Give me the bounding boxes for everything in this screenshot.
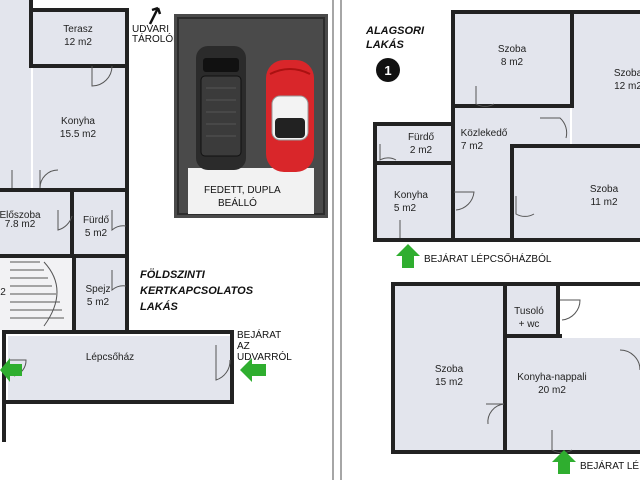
left-doors (10, 65, 231, 381)
szoba-mid-label: Szoba (590, 184, 619, 195)
tusolo-room (507, 286, 559, 336)
bejarat-lepcso-label: BEJÁRAT LÉPCSŐHÁZBÓL (424, 251, 552, 265)
bottom-entrance-arrow-icon (552, 450, 576, 474)
kozlekedo-label: Közlekedő (461, 128, 508, 139)
foldszinti-title-2: KERTKAPCSOLATOS (140, 285, 254, 297)
lepcsohaz-entrance-arrow-icon (396, 244, 420, 268)
konyha-left-area: 15.5 m2 (60, 129, 97, 140)
eloszoba-room (0, 192, 72, 256)
garage-label-2: BEÁLLÓ (218, 196, 257, 209)
konyha-left-room (33, 66, 127, 188)
szoba-bottom-area: 15 m2 (435, 377, 463, 388)
spejz-area: 5 m2 (87, 297, 110, 308)
szoba-right-area: 12 m2 (614, 81, 640, 92)
furdo-right-room (377, 126, 452, 162)
bejarat-lepcso-label-2: BEJÁRAT LÉ (580, 459, 639, 472)
eloszoba-label: Előszoba (0, 210, 41, 221)
szoba-right-label: Szoba (614, 68, 640, 79)
konyha-nappali-area: 20 m2 (538, 385, 566, 396)
furdo-left-room (74, 192, 127, 256)
szoba-bottom-room (395, 286, 505, 450)
terasz-room (33, 12, 127, 64)
bejarat-udvar-3: UDVARRÓL (237, 350, 292, 363)
konyha-right-label: Konyha (394, 190, 428, 201)
entrance-arrow-icon (240, 358, 266, 382)
dark-car-icon (196, 46, 246, 170)
konyha-nappali-room (507, 338, 640, 450)
szoba-top-area: 8 m2 (501, 57, 524, 68)
furdo-left-area: 5 m2 (85, 228, 108, 239)
unit-number: 1 (384, 63, 391, 78)
szoba-top-label: Szoba (498, 44, 527, 55)
udvari-arrow-icon (148, 6, 162, 25)
szoba-right-room (572, 14, 640, 144)
red-car-icon (266, 60, 314, 172)
left-walls (0, 0, 234, 442)
alagsori-rooms (377, 14, 640, 450)
konyha-right-room (377, 164, 452, 238)
konyha-nappali-label: Konyha-nappali (517, 372, 587, 383)
alagsori-title-1: ALAGSORI (365, 25, 425, 37)
terasz-area: 12 m2 (64, 37, 92, 48)
left-partial-room-top (0, 0, 31, 188)
eloszoba-area: 7.8 m2 (5, 219, 36, 230)
furdo-right-area: 2 m2 (410, 145, 433, 156)
furdo-left-label: Fürdő (83, 215, 110, 226)
garage-label-1: FEDETT, DUPLA (204, 185, 281, 196)
foldszinti-title-3: LAKÁS (140, 300, 179, 313)
udvari-label-2: TÁROLÓK (132, 32, 180, 45)
bejarat-udvar-1: BEJÁRAT (237, 328, 281, 341)
alagsori-title-2: LAKÁS (366, 38, 405, 51)
right-doors (379, 86, 640, 454)
bejarat-udvar-2: AZ (237, 341, 250, 352)
terasz-label: Terasz (63, 24, 92, 35)
foldszinti-title-1: FÖLDSZINTI (140, 268, 206, 281)
right-walls (373, 10, 640, 454)
stair-entrance-arrow-icon (0, 358, 22, 382)
garage-label-box (188, 168, 314, 214)
spejz-label: Spejz (85, 284, 110, 295)
unit-number-badge (376, 58, 400, 82)
furdo-right-label: Fürdő (408, 132, 435, 143)
kozlekedo-area: 7 m2 (461, 141, 484, 152)
tusolo-area: + wc (519, 319, 540, 330)
lepcsohaz-label: Lépcsőház (86, 352, 134, 363)
udvari-label-1: UDVARI (132, 24, 169, 35)
konyha-left-label: Konyha (61, 116, 95, 127)
staircase (10, 261, 64, 327)
szoba-top-room (455, 14, 570, 104)
lepcsohaz-room (8, 336, 232, 400)
szoba-mid-area: 11 m2 (590, 197, 617, 208)
szoba-bottom-label: Szoba (435, 364, 464, 375)
szoba-mid-room (514, 148, 640, 238)
konyha-right-area: 5 m2 (394, 203, 417, 214)
left-partial-area: 2 (0, 287, 6, 298)
tusolo-label: Tusoló (514, 306, 544, 317)
spejz-room (74, 258, 127, 330)
garage: FEDETT, DUPLA BEÁLLÓ (174, 14, 328, 218)
